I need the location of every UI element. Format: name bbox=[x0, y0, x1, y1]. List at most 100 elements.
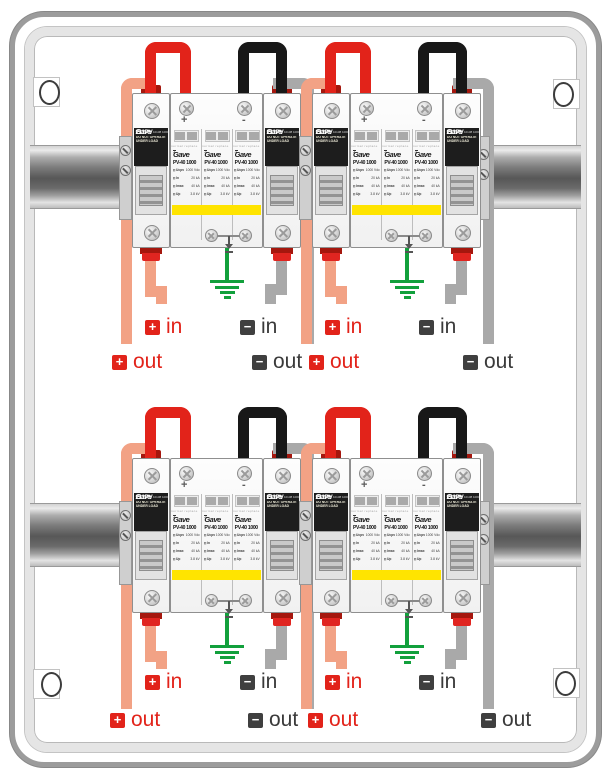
fuse-model: 211PV bbox=[135, 494, 153, 501]
fuse-carrier-handle bbox=[450, 540, 474, 571]
wire-negative-in bbox=[456, 252, 467, 292]
spd-yellow-stripe bbox=[352, 205, 441, 215]
spd-brand: Gave✈ bbox=[173, 150, 190, 159]
phillips-screw-icon bbox=[324, 590, 340, 606]
status-window bbox=[353, 130, 379, 142]
fuse-terminal-cap bbox=[142, 253, 160, 261]
status-indicator bbox=[355, 497, 365, 505]
fuse-carrier bbox=[315, 531, 347, 580]
label-text: in bbox=[346, 670, 363, 693]
fuse-terminal-cap bbox=[271, 248, 293, 254]
indicator-caption: normal replace bbox=[351, 510, 378, 513]
wire-negative-in bbox=[445, 649, 456, 669]
slotted-screw-icon bbox=[300, 145, 311, 156]
ground-arrow-icon bbox=[227, 601, 230, 609]
status-indicator bbox=[367, 132, 377, 140]
plus-badge-icon: + bbox=[145, 674, 160, 690]
ground-arrow-icon bbox=[224, 616, 233, 618]
ground-symbol bbox=[210, 280, 244, 283]
brand-plane-icon: ✈ bbox=[353, 150, 356, 155]
fuse-terminal-cap bbox=[271, 613, 293, 619]
ground-symbol bbox=[403, 661, 411, 664]
label-positive-in: + in bbox=[145, 316, 182, 337]
label-text: in bbox=[261, 670, 278, 693]
spec-icon bbox=[234, 169, 237, 172]
fuse-carrier-handle bbox=[450, 175, 474, 206]
minus-badge-icon: − bbox=[419, 674, 434, 690]
label-text: in bbox=[440, 315, 457, 338]
brand-plane-icon: ✈ bbox=[353, 515, 356, 520]
spd-model: PV-40 1000 bbox=[353, 525, 377, 531]
label-negative-out: − out bbox=[463, 351, 513, 372]
spec-icon bbox=[203, 558, 207, 561]
status-indicator bbox=[416, 497, 427, 505]
status-window bbox=[384, 495, 410, 507]
phillips-screw-icon bbox=[455, 590, 471, 606]
fuse-terminal-cap bbox=[273, 618, 291, 626]
fuse-terminal-cap bbox=[451, 248, 473, 254]
spd-model: PV-40 1000 bbox=[173, 160, 197, 166]
spd-negative-terminal-label: - bbox=[242, 479, 246, 491]
screw-hole-top-right bbox=[553, 82, 574, 107]
fuse-model: 211PV bbox=[315, 129, 333, 136]
label-text: out bbox=[273, 350, 303, 373]
status-indicator bbox=[175, 132, 185, 140]
wire-ground bbox=[225, 248, 229, 280]
spec-icon bbox=[414, 558, 417, 561]
fuse-carrier-handle bbox=[319, 175, 343, 206]
spd-model: PV-40 1000 bbox=[353, 160, 377, 166]
spd-model: PV-40 1000 bbox=[173, 525, 197, 531]
fuse-terminal-cap bbox=[273, 253, 291, 261]
plus-badge-icon: + bbox=[112, 354, 127, 370]
fuse-terminal-cap bbox=[322, 618, 340, 626]
slotted-screw-icon bbox=[120, 145, 131, 156]
status-window bbox=[353, 495, 379, 507]
wire-negative-in bbox=[445, 284, 467, 295]
wire-negative-jumper bbox=[418, 407, 467, 458]
spd-brand: Gave✈ bbox=[414, 150, 432, 159]
phillips-screw-icon bbox=[275, 590, 291, 606]
spec-icon bbox=[203, 550, 207, 553]
brand-plane-icon: ✈ bbox=[135, 129, 140, 135]
label-text: in bbox=[440, 670, 457, 693]
ground-arrow-icon bbox=[407, 601, 410, 609]
ground-symbol bbox=[223, 296, 231, 299]
status-window bbox=[173, 130, 199, 142]
phillips-screw-icon bbox=[275, 103, 291, 119]
wire-positive-jumper bbox=[325, 42, 371, 93]
spec-icon bbox=[203, 542, 207, 545]
spec-icon bbox=[352, 169, 355, 172]
status-indicator bbox=[428, 497, 439, 505]
brand-plane-icon: ✈ bbox=[266, 129, 271, 135]
surge-protector: + - normal replace Gave✈ PV-40 1000 Ucpv… bbox=[170, 93, 263, 253]
fuse-terminal-cap bbox=[140, 248, 162, 254]
spec-icon bbox=[234, 558, 237, 561]
status-indicator bbox=[236, 132, 247, 140]
wire-ground bbox=[405, 248, 409, 280]
phillips-screw-icon bbox=[204, 229, 218, 242]
fuse-carrier-handle bbox=[270, 175, 294, 206]
